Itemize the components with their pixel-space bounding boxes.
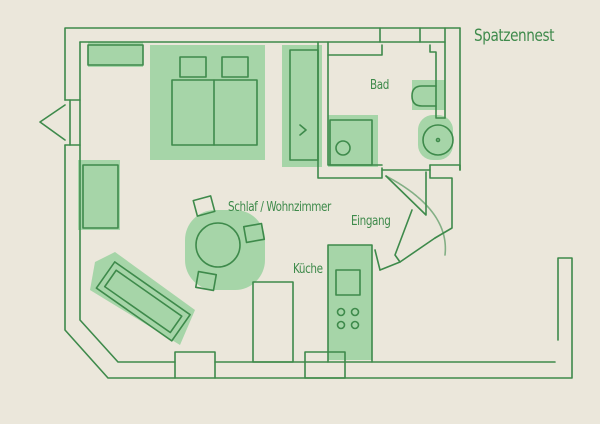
shelf-fill — [88, 42, 143, 67]
couch-fill — [90, 252, 195, 345]
room-label-eingang: Eingang — [351, 214, 391, 229]
room-label-kueche: Küche — [293, 262, 323, 277]
room-label-schlaf-wohnzimmer: Schlaf / Wohnzimmer — [228, 200, 331, 215]
room-label-bad: Bad — [370, 78, 389, 93]
shower-fill — [328, 115, 378, 167]
plan-title: Spatzennest — [474, 26, 555, 46]
bed-fill — [150, 45, 265, 160]
sofa-fill — [78, 160, 120, 230]
walls — [39, 27, 573, 379]
kitchen-fill — [328, 245, 372, 360]
wardrobe-fill — [282, 45, 322, 167]
